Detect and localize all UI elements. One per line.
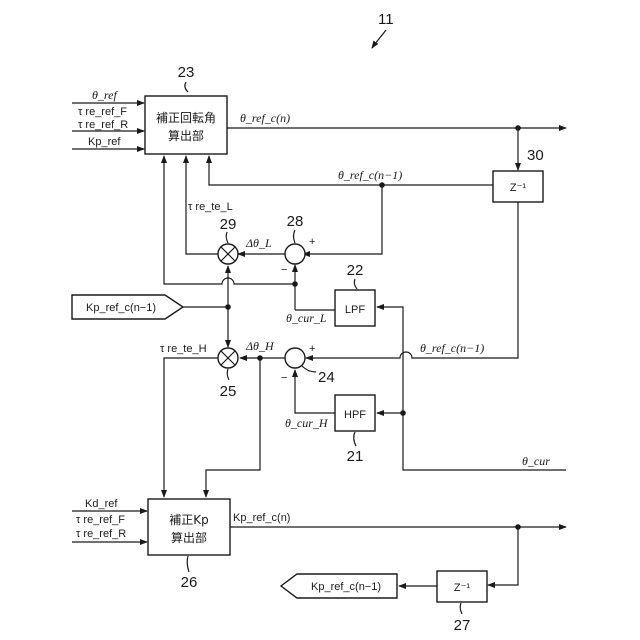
theta-cur-label: θ_cur [522, 454, 550, 468]
ref-leader [227, 369, 229, 380]
kp-ref-c-n1-in-label: Kp_ref_c(n−1) [86, 302, 156, 314]
kp-ref-c-n1-out-label: Kp_ref_c(n−1) [311, 581, 381, 593]
kp-calc-label-1: 補正Kp [169, 513, 209, 527]
sum-high-minus: − [281, 372, 287, 384]
theta-ref-label: θ_ref [92, 88, 118, 102]
theta-ref-c-n1-mid-label: θ_ref_c(n−1) [420, 341, 484, 355]
delta-theta-h-to-kp-calc [206, 358, 260, 497]
kp-ref-c-n-label: Kp_ref_c(n) [233, 512, 290, 524]
to-delay-bottom [488, 527, 518, 585]
ref-leader [185, 82, 188, 92]
theta-ref-c-n1-mid-line [306, 202, 518, 358]
rotation-angle-calc-ref: 23 [178, 64, 195, 81]
figure-ref-number: 11 [378, 11, 394, 28]
ref-leader [354, 432, 356, 446]
tau-ref-f-label: τ re_ref_F [78, 106, 127, 118]
sum-low-plus: + [309, 236, 315, 248]
tau-ref-r-label: τ re_ref_R [78, 119, 128, 131]
tau-ref-r2-label: τ re_ref_R [76, 528, 126, 540]
theta-cur-input [377, 307, 566, 470]
ref-leader [354, 279, 357, 289]
tau-te-h-label: τ re_te_H [160, 343, 207, 355]
mult-low-ref: 29 [220, 216, 237, 233]
rotation-angle-calc-label-1: 補正回転角 [156, 111, 216, 125]
lpf-ref: 22 [347, 262, 364, 279]
sum-low-ref: 28 [287, 213, 304, 230]
delta-theta-h-label: Δθ_H [245, 339, 275, 353]
ref-leader [294, 230, 296, 243]
lpf-label: LPF [345, 304, 365, 316]
delay-top-ref: 30 [527, 147, 544, 164]
delta-theta-l-label: Δθ_L [245, 236, 272, 250]
sum-low-minus: − [281, 264, 287, 276]
figure-ref-arrow [372, 30, 386, 48]
tau-te-h-line [164, 358, 218, 497]
theta-ref-c-n1-top-label: θ_ref_c(n−1) [338, 168, 402, 182]
kp-ref-label: Kp_ref [88, 136, 121, 148]
tau-ref-f2-label: τ re_ref_F [76, 514, 125, 526]
delay-bottom-ref: 27 [454, 617, 471, 634]
ref-leader [226, 232, 228, 243]
kd-ref-label: Kd_ref [85, 498, 118, 510]
delay-top-label: Z⁻¹ [510, 182, 527, 194]
ref-leader [187, 556, 189, 572]
ref-leader [302, 366, 316, 372]
sum-low [285, 244, 305, 264]
theta-cur-h-label: θ_cur_H [285, 416, 329, 430]
rotation-angle-calc-label-2: 算出部 [168, 128, 204, 143]
sum-high-plus: + [309, 343, 315, 355]
mult-high-ref: 25 [220, 383, 237, 400]
hpf-ref: 21 [347, 448, 364, 465]
kp-calc-label-2: 算出部 [171, 530, 207, 545]
kp-calc-ref: 26 [181, 574, 198, 591]
hpf-label: HPF [344, 409, 366, 421]
sum-high-ref: 24 [318, 369, 335, 386]
tau-te-l-label: τ re_te_L [188, 201, 233, 213]
kp-calc-block [148, 499, 230, 555]
theta-cur-l-label: θ_cur_L [286, 311, 327, 325]
theta-ref-c-n-label: θ_ref_c(n) [240, 111, 290, 125]
delay-bottom-label: Z⁻¹ [454, 582, 471, 594]
sum-high [285, 348, 305, 368]
ref-leader [460, 603, 462, 614]
rotation-angle-calc-block [145, 96, 227, 154]
